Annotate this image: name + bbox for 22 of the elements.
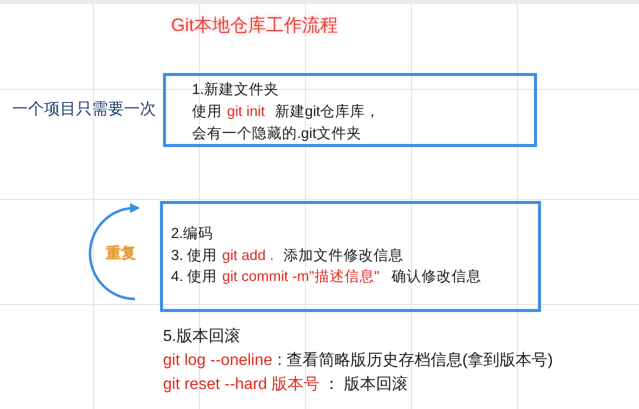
step-text: : 查看简略版历史存档信息(拿到版本号) — [277, 350, 553, 371]
command-text: git add . — [222, 247, 274, 266]
command-text: git commit -m"描述信息" — [222, 268, 380, 287]
step-text: 使用 — [192, 103, 222, 122]
title: Git本地仓库工作流程 — [171, 14, 338, 36]
step-text: 会有一个隐藏的.git文件夹 — [192, 125, 362, 144]
step-text: 确认修改信息 — [391, 268, 482, 287]
step-text: 3. 使用 — [171, 247, 218, 266]
repeat-label: 重复 — [106, 244, 136, 264]
step-heading: 2.编码 — [171, 225, 214, 244]
step-heading: 1.新建文件夹 — [192, 80, 280, 100]
command-text: git log --oneline — [163, 351, 272, 371]
process-box — [163, 73, 537, 147]
command-text: git init — [227, 103, 265, 122]
step-text: 4. 使用 — [171, 268, 218, 287]
step-text: 新建git仓库库， — [274, 102, 380, 122]
note-text: 一个项目只需要一次 — [12, 100, 156, 120]
step-heading: 5.版本回滚 — [163, 326, 240, 347]
step-text: 添加文件修改信息 — [284, 247, 404, 266]
command-text: git reset --hard 版本号 — [163, 374, 320, 395]
step-text: ： 版本回滚 — [323, 374, 408, 395]
process-box — [160, 201, 541, 312]
